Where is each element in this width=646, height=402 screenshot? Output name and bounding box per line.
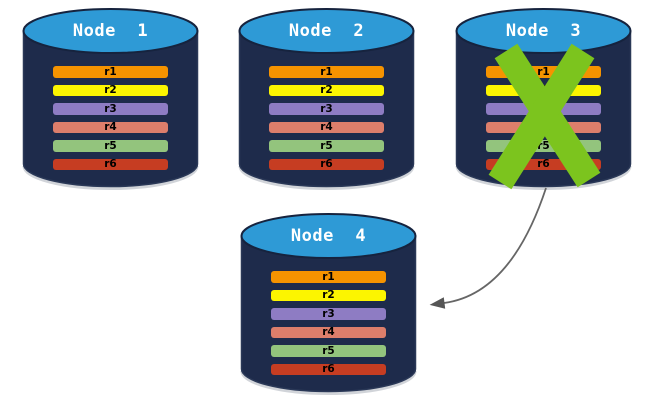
replica-label: r1 [322, 270, 335, 283]
replica-label: r5 [537, 139, 550, 152]
replica-label: r4 [104, 121, 117, 133]
replica-bar-r2: r2 [53, 84, 168, 96]
replica-label: r1 [320, 65, 333, 78]
replica-bar-r3: r3 [486, 103, 601, 115]
replica-label: r6 [537, 158, 550, 170]
replica-label: r6 [322, 363, 335, 375]
replica-list: r1 r2 r3 r4 r5 r6 [486, 66, 601, 170]
replica-bar-r6: r6 [271, 363, 386, 375]
replica-list: r1 r2 r3 r4 r5 r6 [53, 66, 168, 170]
database-node-1: Node 1 r1 r2 r3 r4 r5 r6 [22, 8, 199, 194]
node-label: Node 2 [288, 21, 365, 41]
replica-label: r4 [320, 121, 333, 133]
replica-label: r5 [322, 344, 335, 357]
replica-bar-r5: r5 [269, 140, 384, 152]
replica-label: r1 [537, 65, 550, 78]
replica-label: r1 [104, 65, 117, 78]
node-label: Node 4 [290, 226, 367, 246]
replica-bar-r3: r3 [271, 308, 386, 320]
replica-label: r3 [537, 102, 550, 115]
replica-bar-r1: r1 [486, 66, 601, 78]
database-node-4: Node 4 r1 r2 r3 r4 r5 r6 [240, 213, 417, 399]
replica-bar-r1: r1 [269, 66, 384, 78]
replica-bar-r6: r6 [53, 158, 168, 170]
replica-label: r4 [322, 326, 335, 338]
node-label: Node 3 [505, 21, 582, 41]
replica-label: r2 [104, 84, 117, 96]
replica-label: r2 [537, 84, 550, 96]
replica-bar-r1: r1 [53, 66, 168, 78]
arrow-curve [443, 187, 547, 304]
replica-label: r4 [537, 121, 550, 133]
replica-bar-r4: r4 [271, 326, 386, 338]
replica-label: r3 [104, 102, 117, 115]
replica-bar-r5: r5 [53, 140, 168, 152]
replica-label: r2 [320, 84, 333, 96]
replica-label: r5 [320, 139, 333, 152]
cylinder-top [240, 213, 417, 259]
replica-bar-r6: r6 [269, 158, 384, 170]
replica-label: r3 [320, 102, 333, 115]
replica-bar-r3: r3 [53, 103, 168, 115]
replica-bar-r4: r4 [486, 121, 601, 133]
node-label: Node 1 [72, 21, 149, 41]
replica-label: r2 [322, 289, 335, 301]
cylinder-top [22, 8, 199, 54]
cylinder-top [238, 8, 415, 54]
replica-bar-r3: r3 [269, 103, 384, 115]
replica-bar-r2: r2 [486, 84, 601, 96]
cylinder-shadow [240, 370, 417, 395]
cylinder-shadow [238, 165, 415, 190]
replica-bar-r5: r5 [271, 345, 386, 357]
replica-bar-r4: r4 [53, 121, 168, 133]
replica-label: r3 [322, 307, 335, 320]
replica-label: r6 [104, 158, 117, 170]
replica-bar-r6: r6 [486, 158, 601, 170]
replica-bar-r2: r2 [269, 84, 384, 96]
replica-bar-r5: r5 [486, 140, 601, 152]
replica-label: r5 [104, 139, 117, 152]
cylinder-shadow [22, 165, 199, 190]
database-node-3: Node 3 r1 r2 r3 r4 r5 r6 [455, 8, 632, 194]
replica-bar-r1: r1 [271, 271, 386, 283]
replica-list: r1 r2 r3 r4 r5 r6 [271, 271, 386, 375]
replica-label: r6 [320, 158, 333, 170]
replica-bar-r2: r2 [271, 289, 386, 301]
replica-bar-r4: r4 [269, 121, 384, 133]
arrowhead-icon [429, 297, 446, 309]
database-node-2: Node 2 r1 r2 r3 r4 r5 r6 [238, 8, 415, 194]
replica-list: r1 r2 r3 r4 r5 r6 [269, 66, 384, 170]
